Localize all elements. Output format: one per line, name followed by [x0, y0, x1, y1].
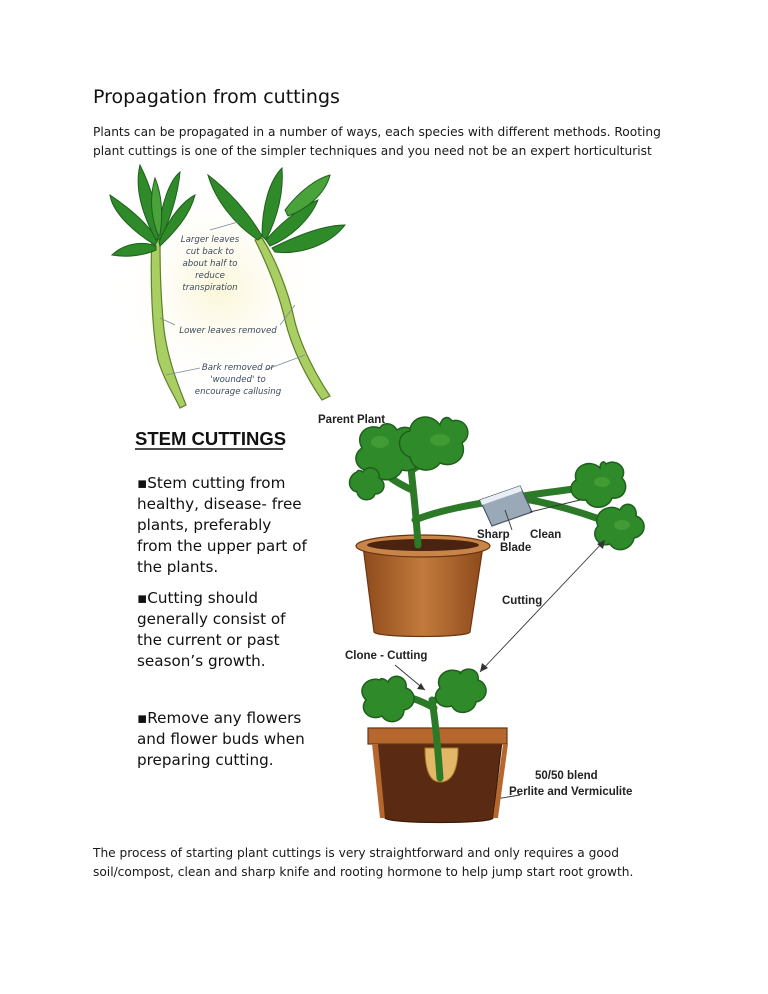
- right-cutting-leaves: [207, 166, 347, 254]
- figure2-stem-cuttings: STEM CUTTINGS ▪Stem cutting from healthy…: [135, 414, 645, 824]
- annotation-bark: Bark removed or: [202, 363, 275, 373]
- bullet-line: season’s growth.: [137, 652, 266, 670]
- stem-cuttings-heading: STEM CUTTINGS: [135, 428, 286, 449]
- bullet-line: the current or past: [137, 631, 280, 649]
- outro-paragraph: The process of starting plant cuttings i…: [93, 846, 634, 879]
- bullet-line: ▪Remove any flowers: [137, 709, 301, 727]
- left-cutting-leaves: [109, 163, 196, 257]
- clone-plant-leaves: [361, 668, 487, 723]
- left-cutting-stem: [150, 234, 187, 409]
- bullet-line: preparing cutting.: [137, 751, 274, 769]
- bullet-line: and flower buds when: [137, 730, 305, 748]
- annotation-larger-leaves-3: about half to: [182, 259, 237, 269]
- annotation-larger-leaves: Larger leaves: [181, 235, 240, 245]
- annotation-bark-2: 'wounded' to: [210, 375, 265, 385]
- bullet-line: ▪Cutting should: [137, 589, 258, 607]
- clean-blade: [479, 485, 533, 527]
- annotation-larger-leaves-4: reduce: [195, 271, 225, 281]
- label-cutting: Cutting: [502, 595, 542, 607]
- label-clone-cutting: Clone - Cutting: [345, 650, 427, 662]
- label-perlite-vermiculite: Perlite and Vermiculite: [509, 786, 632, 798]
- bullet-line: the plants.: [137, 558, 218, 576]
- annotation-bark-3: encourage callusing: [195, 387, 282, 397]
- bullet-line: plants, preferably: [137, 516, 271, 534]
- label-clean: Clean: [530, 529, 561, 541]
- label-blend: 50/50 blend: [535, 770, 598, 782]
- figure1-cuttings: Larger leaves cut back to about half to …: [109, 163, 347, 409]
- bullet-line: ▪Stem cutting from: [137, 474, 285, 492]
- parent-pot: [355, 534, 491, 638]
- label-sharp: Sharp: [477, 529, 510, 541]
- page-title: Propagation from cuttings: [93, 86, 340, 108]
- bullet-line: healthy, disease- free: [137, 495, 302, 513]
- annotation-lower-leaves: Lower leaves removed: [179, 326, 277, 336]
- stem-cuttings-bullets: ▪Stem cutting from healthy, disease- fre…: [137, 474, 308, 769]
- annotation-larger-leaves-2: cut back to: [186, 247, 234, 257]
- bullet-line: from the upper part of: [137, 537, 308, 555]
- bullet-line: generally consist of: [137, 610, 286, 628]
- label-parent-plant: Parent Plant: [318, 414, 385, 426]
- label-blade: Blade: [500, 542, 531, 554]
- intro-paragraph: Plants can be propagated in a number of …: [93, 125, 661, 158]
- right-cutting-stem: [254, 237, 331, 401]
- annotation-larger-leaves-5: transpiration: [182, 283, 237, 293]
